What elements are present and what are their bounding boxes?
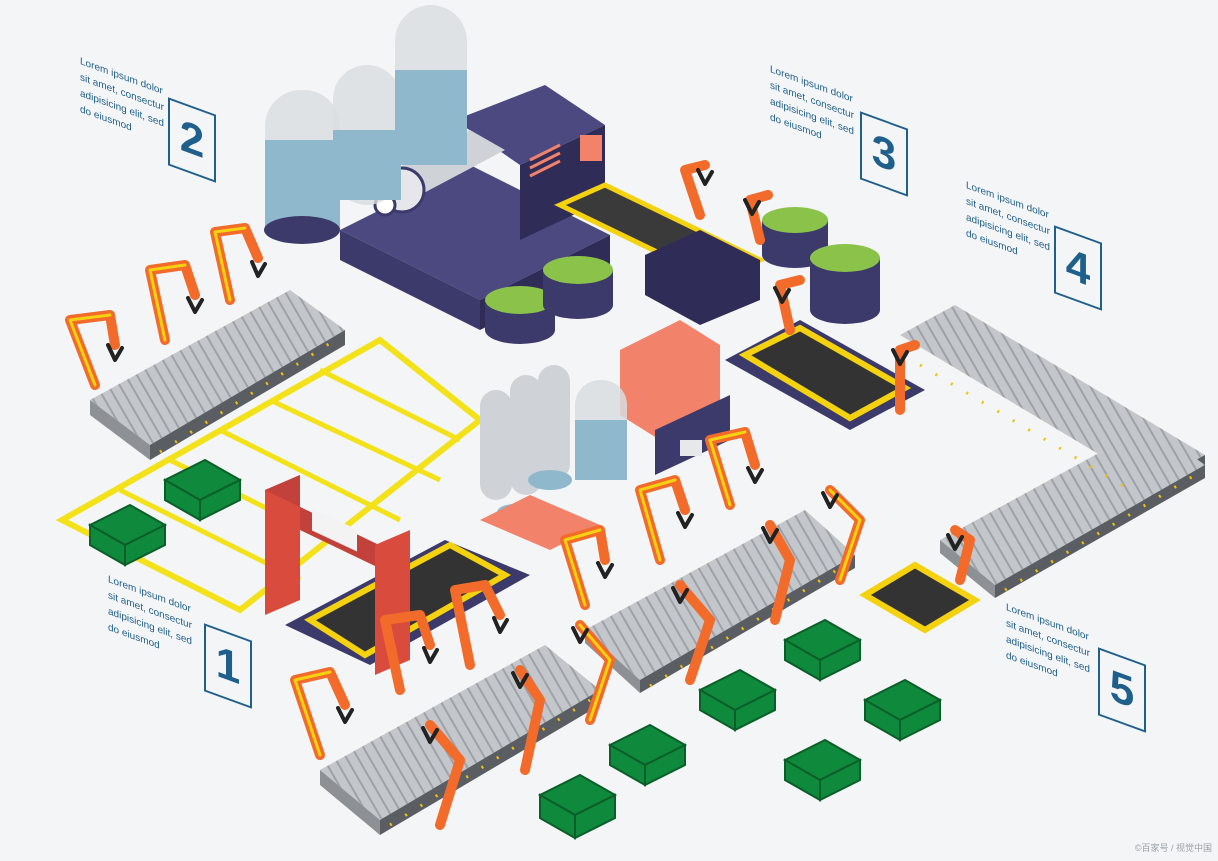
callout-1: Lorem ipsum dolor sit amet, consectur ad…: [108, 572, 298, 732]
product-boxes: [87, 458, 943, 840]
conveyor-left: [90, 290, 345, 460]
watermark: ©百家号 / 视觉中国: [1134, 843, 1212, 853]
callout-4-step-badge: 4: [1054, 225, 1102, 311]
bins-green-top: [485, 207, 880, 344]
robot-arms: [65, 160, 975, 830]
callout-2-step-badge: 2: [168, 97, 216, 183]
callout-5: Lorem ipsum dolor sit amet, consectur ad…: [1006, 600, 1196, 760]
conveyor-right: [900, 305, 1205, 598]
callout-3: Lorem ipsum dolor sit amet, consectur ad…: [770, 62, 960, 222]
storage-tanks-top: [264, 5, 467, 244]
callout-2: Lorem ipsum dolor sit amet, consectur ad…: [80, 54, 270, 214]
callout-4: Lorem ipsum dolor sit amet, consectur ad…: [966, 178, 1156, 338]
callout-1-text: Lorem ipsum dolor sit amet, consectur ad…: [108, 574, 192, 652]
callout-5-step-badge: 5: [1098, 647, 1146, 733]
top-conveyor-belt: [554, 182, 766, 325]
callout-3-text: Lorem ipsum dolor sit amet, consectur ad…: [770, 64, 854, 142]
storage-tanks-center: [480, 365, 627, 550]
press-machine: [620, 320, 730, 475]
callout-4-text: Lorem ipsum dolor sit amet, consectur ad…: [966, 180, 1050, 258]
callout-5-text: Lorem ipsum dolor sit amet, consectur ad…: [1006, 602, 1090, 680]
inspection-gate: [265, 475, 410, 675]
callout-3-step-badge: 3: [860, 111, 908, 197]
tray-small: [859, 561, 981, 634]
callout-1-step-badge: 1: [204, 623, 252, 709]
callout-2-text: Lorem ipsum dolor sit amet, consectur ad…: [80, 56, 164, 134]
